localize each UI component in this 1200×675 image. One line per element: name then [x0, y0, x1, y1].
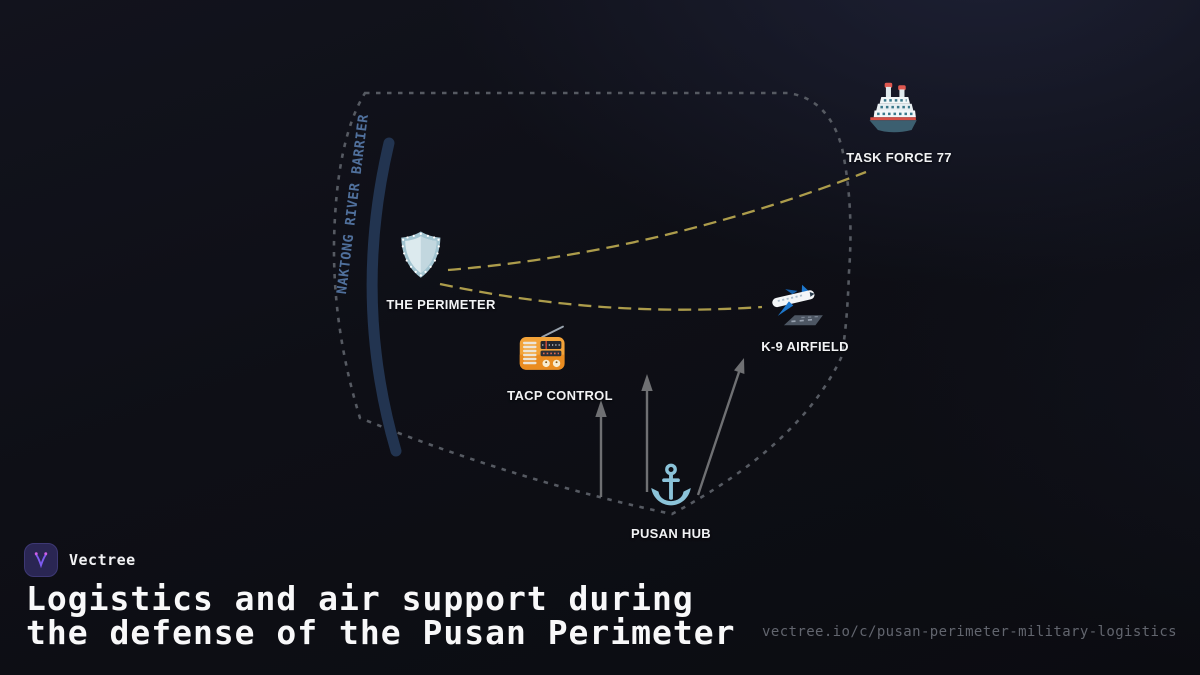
node-label: PUSAN HUB: [631, 526, 711, 541]
footer-brand-row: Vectree: [24, 543, 136, 577]
title-line-1: Logistics and air support during: [26, 579, 694, 618]
vectree-logo-icon: [24, 543, 58, 577]
route-perimeter-taskforce: [447, 170, 867, 272]
title-line-2: the defense of the Pusan Perimeter: [26, 613, 736, 652]
node-pusan-hub[interactable]: PUSAN HUB: [631, 461, 711, 541]
node-label: TACP CONTROL: [507, 388, 613, 403]
node-label: K-9 AIRFIELD: [761, 339, 849, 354]
arrow-pusan-tacp: [595, 400, 607, 497]
arrow-pusan-north: [641, 374, 653, 492]
route-perimeter-k9: [439, 282, 763, 311]
ship-icon: [865, 80, 919, 141]
node-task-force-77[interactable]: TASK FORCE 77: [846, 80, 952, 165]
node-tacp-control[interactable]: TACP CONTROL: [507, 325, 613, 403]
share-url: vectree.io/c/pusan-perimeter-military-lo…: [762, 624, 1177, 640]
anchor-icon: [644, 461, 698, 516]
node-the-perimeter[interactable]: THE PERIMETER: [386, 229, 495, 312]
arrow-pusan-k9: [696, 358, 745, 496]
airplane-departure-icon: [768, 282, 826, 332]
brand-name: Vectree: [69, 551, 136, 569]
node-label: THE PERIMETER: [386, 297, 496, 312]
page-title: Logistics and air support during the def…: [26, 582, 736, 650]
node-label: TASK FORCE 77: [846, 150, 952, 165]
shield-icon: [397, 229, 444, 286]
radio-icon: [516, 325, 568, 378]
river-barrier-line: [366, 137, 402, 457]
node-k9-airfield[interactable]: K-9 AIRFIELD: [761, 282, 849, 354]
